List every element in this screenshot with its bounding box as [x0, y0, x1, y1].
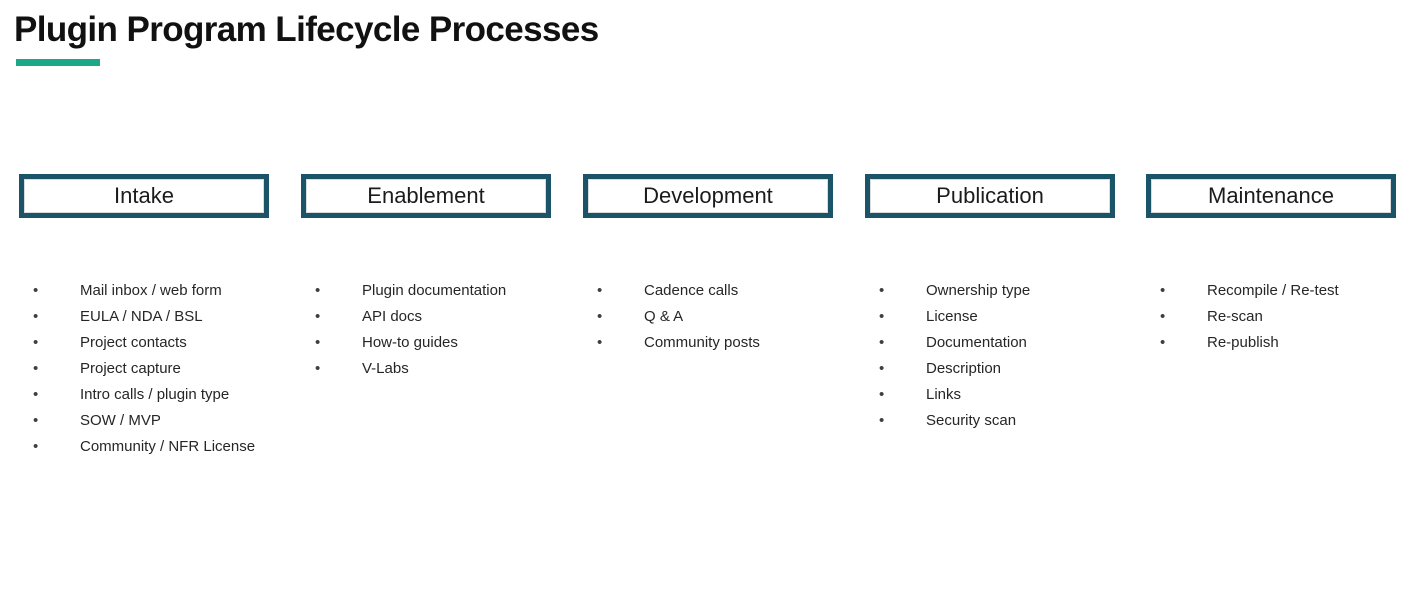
- phase-column: Intake • Mail inbox / web form • EULA / NDA …: [19, 174, 269, 455]
- bullet-icon: •: [33, 308, 39, 325]
- bullet-icon: •: [315, 282, 321, 299]
- list-item-label: Description: [926, 360, 1002, 377]
- phase-header-box-inner: Maintenance: [1151, 179, 1391, 213]
- list-item-label: Ownership type: [926, 282, 1031, 299]
- bullet-icon: •: [1160, 308, 1166, 325]
- title-accent-bar: [16, 59, 100, 66]
- bullet-icon: •: [33, 438, 39, 455]
- bullet-icon: •: [1160, 282, 1166, 299]
- phase-label: Publication: [936, 183, 1044, 208]
- phase-item-list: • Plugin documentation • API docs • How-to gu…: [315, 278, 615, 382]
- list-item-label: Plugin documentation: [362, 282, 507, 299]
- phase-label: Enablement: [367, 183, 485, 208]
- list-item-label: Security scan: [926, 412, 1017, 429]
- list-item: • How-to guides: [315, 330, 615, 356]
- phase-header-box[interactable]: Development: [583, 174, 833, 218]
- bullet-icon: •: [33, 360, 39, 377]
- list-item: • V-Labs: [315, 356, 615, 382]
- page-title: Plugin Program Lifecycle Processes: [14, 10, 599, 49]
- phase-column: Enablement • Plugin documentation • API docs…: [301, 174, 551, 377]
- phase-item-list: • Cadence calls • Q & A • Community posts: [597, 278, 897, 356]
- bullet-icon: •: [879, 412, 885, 429]
- list-item: • Plugin documentation: [315, 278, 615, 304]
- bullet-icon: •: [879, 334, 885, 351]
- list-item: • Re-scan: [1160, 304, 1427, 330]
- bullet-icon: •: [597, 282, 603, 299]
- list-item-label: V-Labs: [362, 360, 409, 377]
- list-item-label: Cadence calls: [644, 282, 739, 299]
- list-item: • License: [879, 304, 1179, 330]
- list-item-label: Mail inbox / web form: [80, 282, 222, 299]
- list-item: • Ownership type: [879, 278, 1179, 304]
- phase-header-box-inner: Development: [588, 179, 828, 213]
- list-item-label: How-to guides: [362, 334, 458, 351]
- list-item: • Documentation: [879, 330, 1179, 356]
- list-item: • Cadence calls: [597, 278, 897, 304]
- bullet-icon: •: [315, 360, 321, 377]
- bullet-icon: •: [1160, 334, 1166, 351]
- phase-label: Maintenance: [1208, 183, 1334, 208]
- list-item-label: Project contacts: [80, 334, 187, 351]
- list-item: • Intro calls / plugin type: [33, 382, 333, 408]
- bullet-icon: •: [879, 282, 885, 299]
- phase-header-box[interactable]: Enablement: [301, 174, 551, 218]
- bullet-icon: •: [597, 308, 603, 325]
- phase-item-list: • Ownership type • License • Documentation • De…: [879, 278, 1179, 434]
- list-item: • Q & A: [597, 304, 897, 330]
- list-item-label: Recompile / Re-test: [1207, 282, 1339, 299]
- list-item: • Description: [879, 356, 1179, 382]
- list-item-label: SOW / MVP: [80, 412, 161, 429]
- list-item: • Community posts: [597, 330, 897, 356]
- bullet-icon: •: [879, 360, 885, 377]
- phase-header-box[interactable]: Intake: [19, 174, 269, 218]
- phase-column: Publication • Ownership type • License • Docum…: [865, 174, 1115, 429]
- list-item-label: Re-publish: [1207, 334, 1279, 351]
- phase-label: Development: [643, 183, 773, 208]
- list-item-label: Q & A: [644, 308, 684, 325]
- list-item-label: License: [926, 308, 978, 325]
- list-item: • Mail inbox / web form: [33, 278, 333, 304]
- list-item: • Links: [879, 382, 1179, 408]
- list-item: • SOW / MVP: [33, 408, 333, 434]
- phase-header-box-inner: Publication: [870, 179, 1110, 213]
- bullet-icon: •: [315, 308, 321, 325]
- bullet-icon: •: [879, 386, 885, 403]
- phase-column: Development • Cadence calls • Q & A • Communit…: [583, 174, 833, 351]
- list-item: • Project capture: [33, 356, 333, 382]
- phase-header-box-inner: Enablement: [306, 179, 546, 213]
- bullet-icon: •: [879, 308, 885, 325]
- list-item-label: Links: [926, 386, 962, 403]
- bullet-icon: •: [315, 334, 321, 351]
- list-item-label: Project capture: [80, 360, 181, 377]
- phase-column: Maintenance • Recompile / Re-test • Re-scan •…: [1146, 174, 1396, 351]
- list-item: • Community / NFR License: [33, 434, 333, 460]
- phase-header-box-inner: Intake: [24, 179, 264, 213]
- bullet-icon: •: [597, 334, 603, 351]
- phase-header-box[interactable]: Publication: [865, 174, 1115, 218]
- bullet-icon: •: [33, 386, 39, 403]
- phase-item-list: • Recompile / Re-test • Re-scan • Re-publish: [1160, 278, 1427, 356]
- list-item-label: Intro calls / plugin type: [80, 386, 230, 403]
- phase-item-list: •Mail inbox / web form•EULA / NDA / BSL•…: [33, 278, 333, 460]
- list-item: • Project contacts: [33, 330, 333, 356]
- list-item: • EULA / NDA / BSL: [33, 304, 333, 330]
- list-item: • Recompile / Re-test: [1160, 278, 1427, 304]
- list-item-label: Community posts: [644, 334, 760, 351]
- bullet-icon: •: [33, 334, 39, 351]
- bullet-icon: •: [33, 412, 39, 429]
- list-item-label: EULA / NDA / BSL: [80, 308, 203, 325]
- phase-header-box[interactable]: Maintenance: [1146, 174, 1396, 218]
- list-item-label: Community / NFR License: [80, 438, 256, 455]
- bullet-icon: •: [33, 282, 39, 299]
- list-item: • API docs: [315, 304, 615, 330]
- list-item: • Re-publish: [1160, 330, 1427, 356]
- phase-label: Intake: [114, 183, 174, 208]
- list-item: • Security scan: [879, 408, 1179, 434]
- lifecycle-phase-row: Intake • Mail inbox / web form • EULA / NDA …: [0, 174, 1427, 474]
- list-item-label: Documentation: [926, 334, 1027, 351]
- list-item-label: API docs: [362, 308, 423, 325]
- list-item-label: Re-scan: [1207, 308, 1263, 325]
